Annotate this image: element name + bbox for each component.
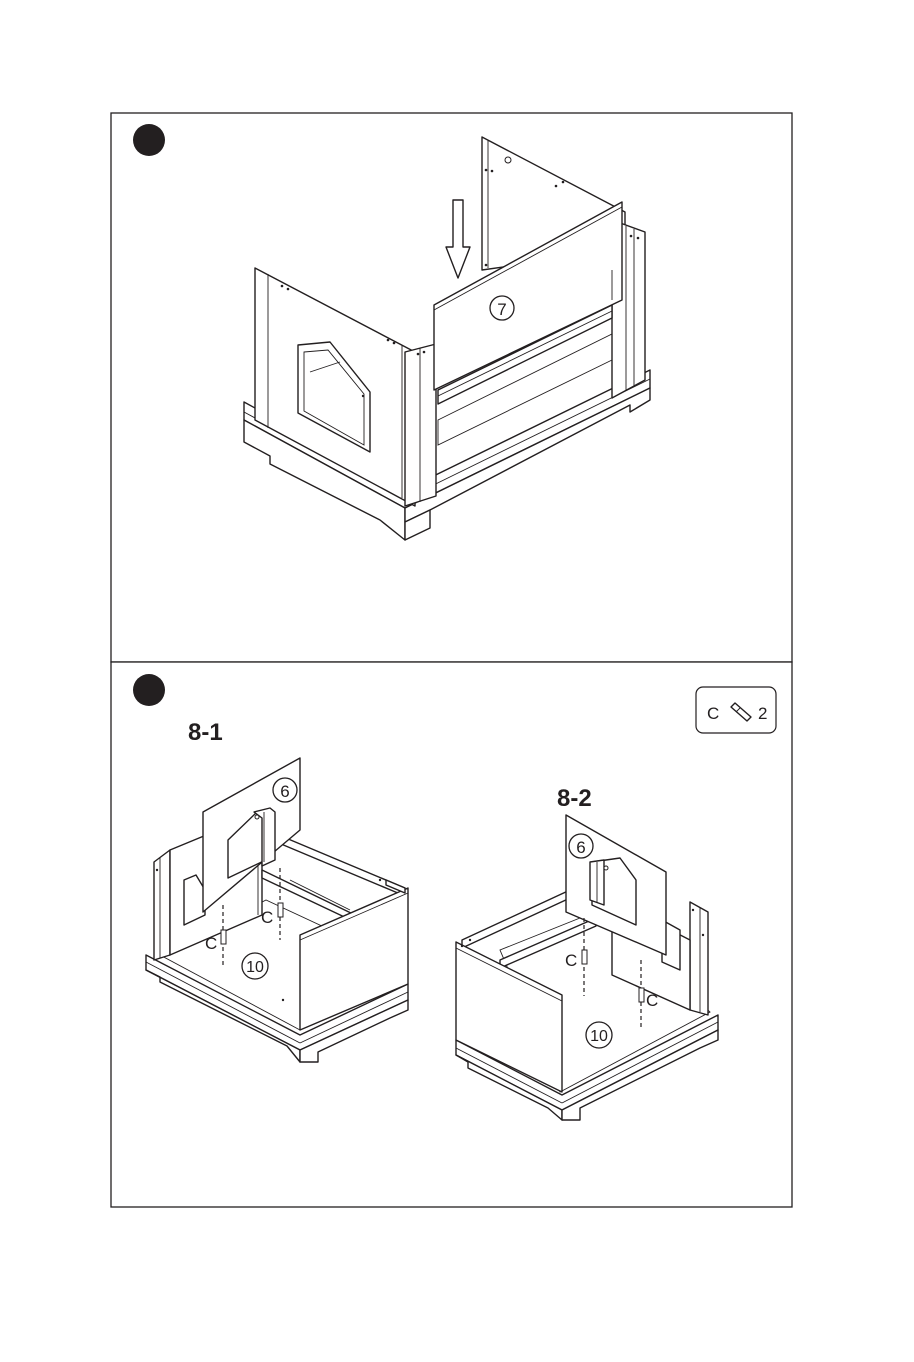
step-8-number-badge: [133, 674, 165, 706]
substep-8-2-dowel-a-label: C: [565, 951, 577, 970]
hardware-count: 2: [758, 704, 767, 723]
substep-8-2-dowel-b-label: C: [646, 991, 658, 1010]
substep-8-1-part-6-label: 6: [280, 782, 289, 801]
substep-8-2-part-6-label: 6: [576, 838, 585, 857]
substep-8-1-part-10-label: 10: [246, 959, 264, 976]
substep-8-1-dowel-b-label: C: [261, 908, 273, 927]
substep-8-1-title: 8-1: [188, 719, 223, 746]
part-7-label: 7: [497, 300, 506, 319]
substep-8-1-dowel-a-label: C: [205, 934, 217, 953]
step-7-panel: 7: [111, 113, 792, 662]
substep-8-2-part-10-label: 10: [590, 1028, 608, 1045]
step-8-panel: C 2 8-1: [111, 662, 792, 1207]
hardware-letter: C: [707, 704, 719, 723]
hardware-callout: C 2: [696, 687, 776, 733]
step-7-number-badge: [133, 124, 165, 156]
substep-8-2-title: 8-2: [557, 785, 592, 812]
